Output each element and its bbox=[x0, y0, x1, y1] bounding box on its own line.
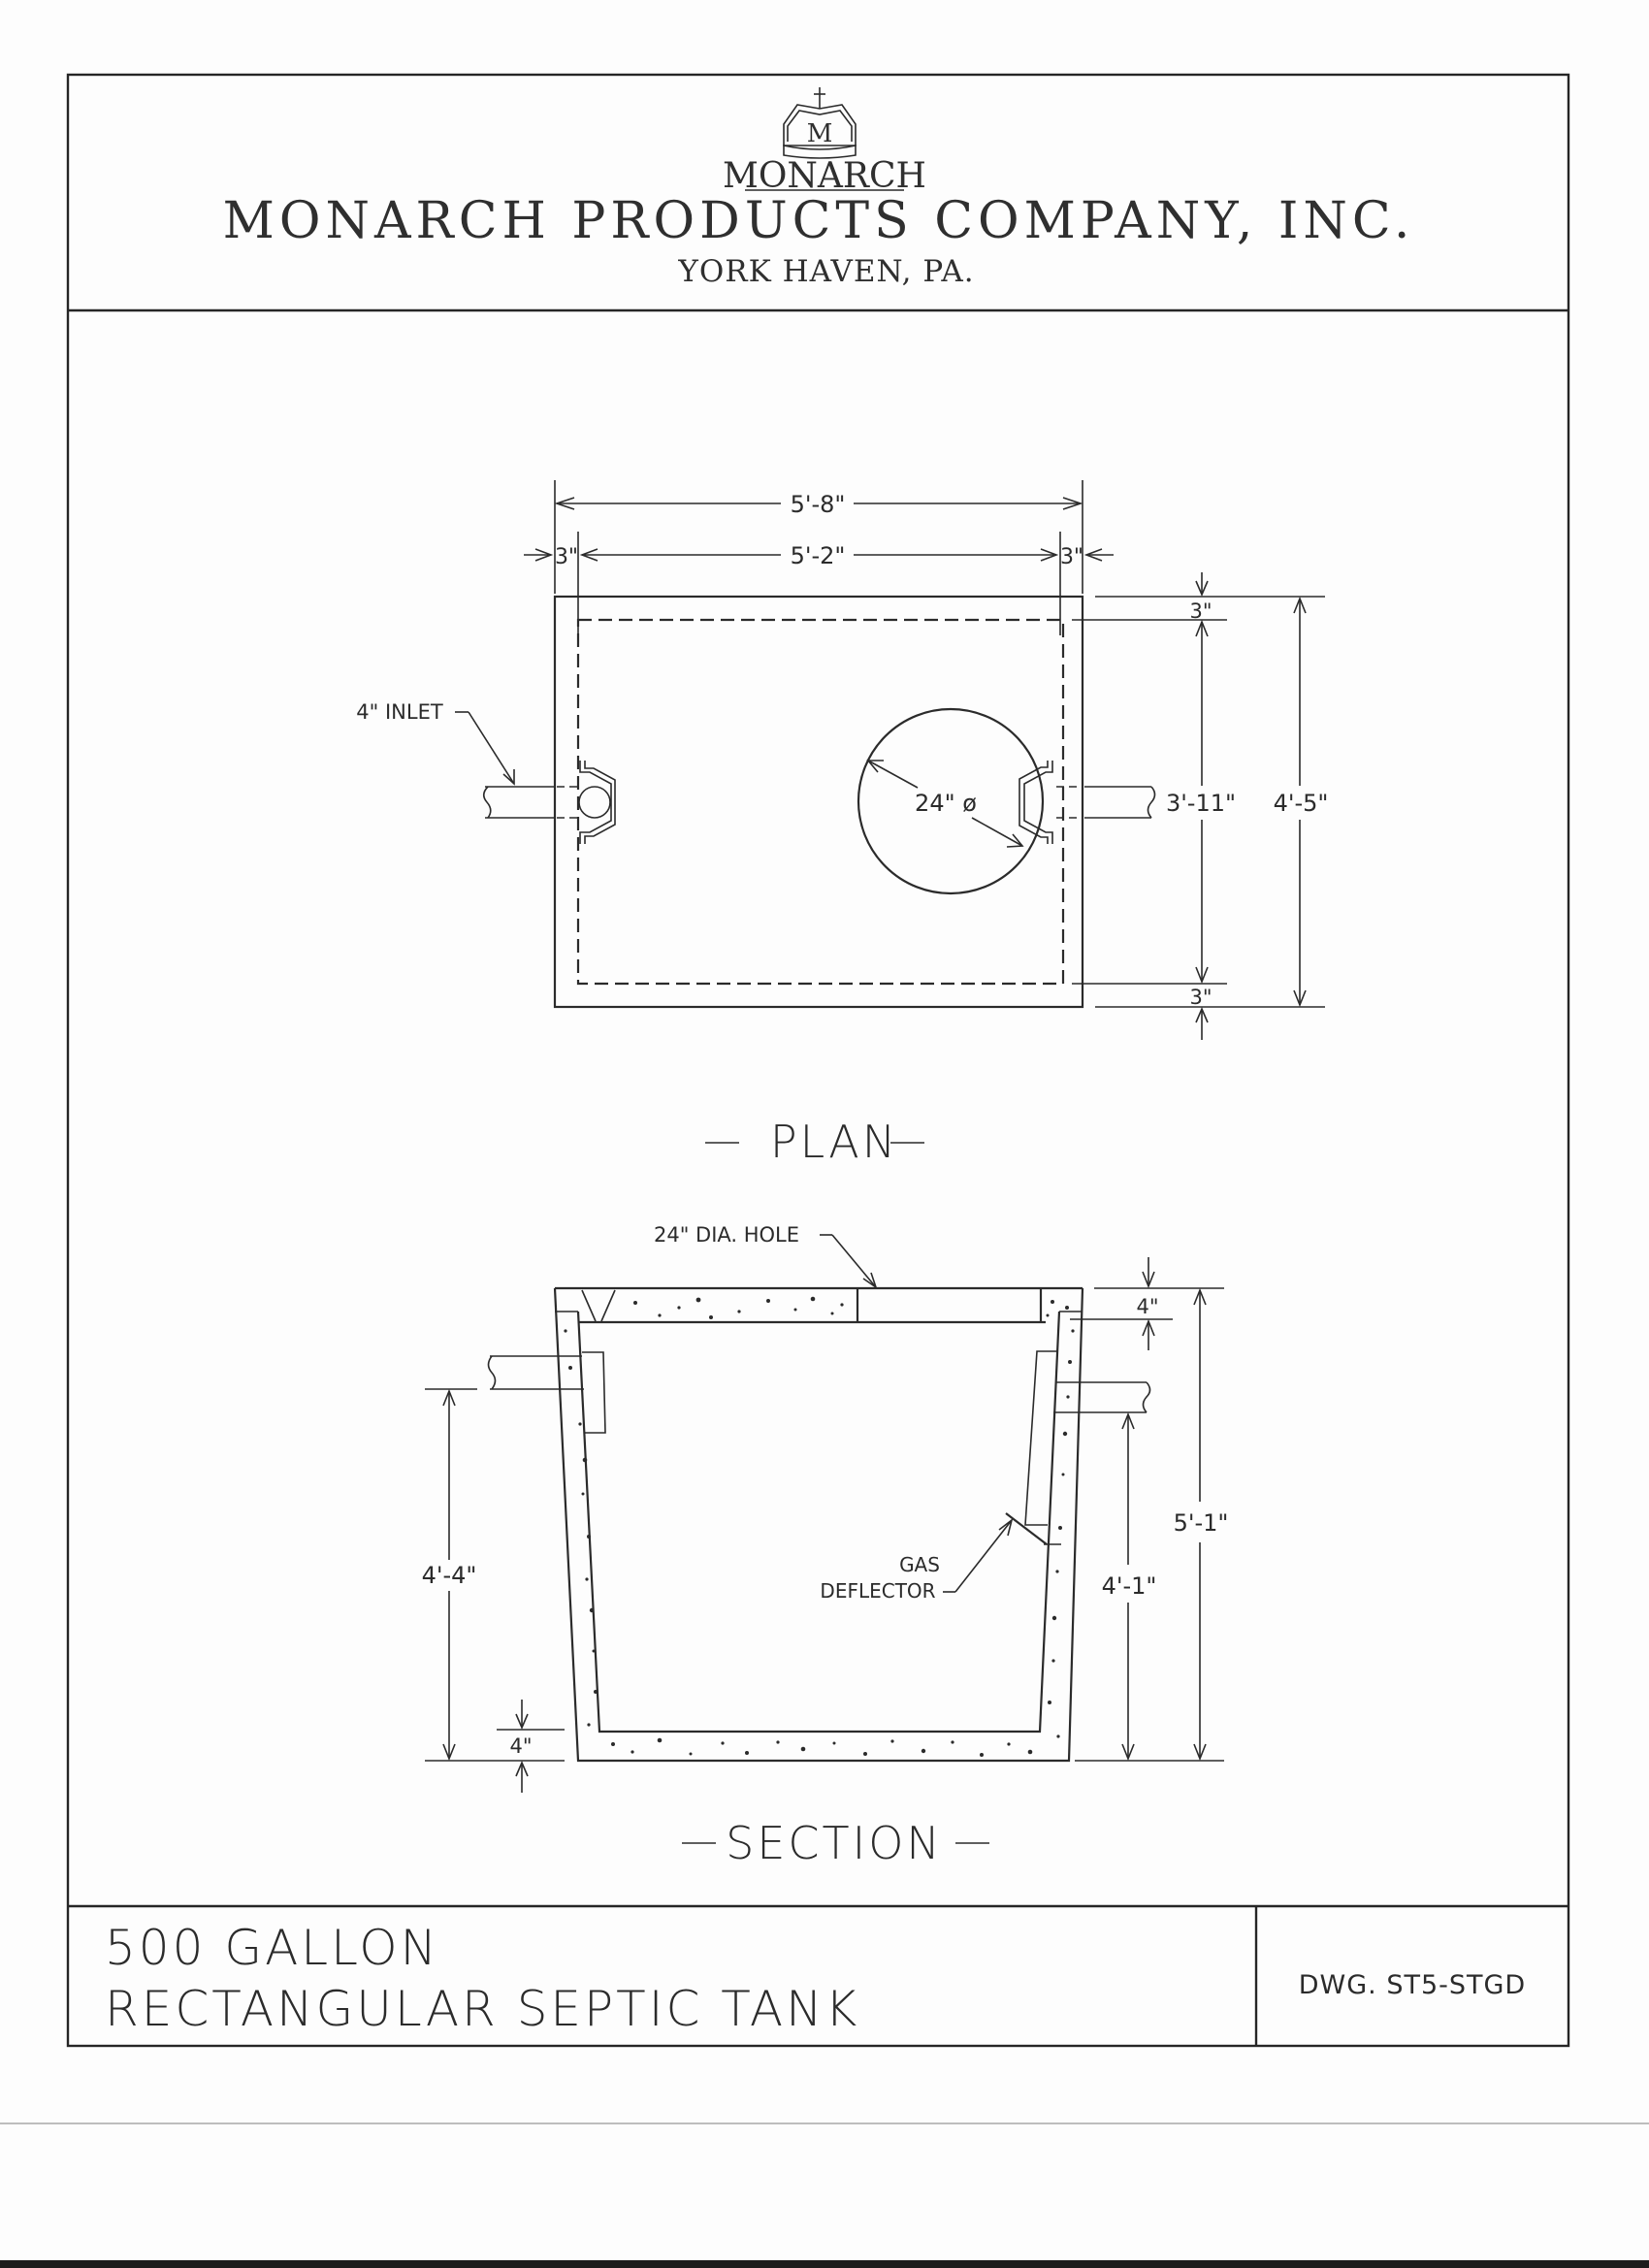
tank-outline-plan bbox=[553, 595, 1084, 1009]
concrete-aggregate-pattern bbox=[564, 1296, 1075, 1757]
hole-label: 24" DIA. HOLE bbox=[654, 1223, 799, 1247]
scan-bottom-edge bbox=[0, 2260, 1649, 2268]
outlet-pipe-plan bbox=[1018, 761, 1156, 844]
inlet-pipe-plan bbox=[482, 761, 616, 844]
drawing-number: DWG. ST5-STGD bbox=[1299, 1970, 1526, 2000]
dim-overall-width: 4'-5" bbox=[1274, 790, 1329, 817]
section-view: 24" DIA. HOLE GAS DEFLECTOR 4" 5'-1" 4'-… bbox=[422, 1223, 1229, 1869]
dim-top-wall: 3" bbox=[1189, 599, 1212, 623]
dim-right-wall: 3" bbox=[1060, 545, 1083, 569]
dim-top-slab: 4" bbox=[1136, 1295, 1158, 1318]
dim-inner-length: 5'-2" bbox=[791, 542, 846, 569]
title-capacity: 500 GALLON bbox=[105, 1920, 439, 1976]
inlet-label: 4" INLET bbox=[356, 700, 443, 724]
logo-wordmark: MONARCH bbox=[723, 156, 926, 196]
gas-deflector-label-2: DEFLECTOR bbox=[820, 1579, 935, 1603]
section-title: SECTION bbox=[726, 1817, 943, 1869]
dim-inner-width: 3'-11" bbox=[1166, 790, 1236, 817]
dim-overall-length: 5'-8" bbox=[791, 491, 846, 518]
plan-view: 5'-8" 5'-2" 3" 3" 3" 3'-11" 3" bbox=[356, 480, 1328, 1168]
drawing-border bbox=[66, 73, 1570, 2048]
title-description: RECTANGULAR SEPTIC TANK bbox=[105, 1981, 859, 2037]
manhole-opening bbox=[857, 707, 1045, 895]
company-location: YORK HAVEN, PA. bbox=[677, 254, 974, 289]
dim-left-wall: 3" bbox=[555, 545, 578, 569]
svg-text:M: M bbox=[807, 119, 833, 148]
title-block: 500 GALLON RECTANGULAR SEPTIC TANK DWG. … bbox=[105, 1920, 1526, 2037]
crown-icon: M bbox=[783, 87, 857, 159]
dim-bottom-wall: 3" bbox=[1189, 986, 1212, 1009]
scan-fold-line bbox=[0, 2122, 1649, 2124]
dim-overall-height: 5'-1" bbox=[1174, 1509, 1229, 1537]
company-logo: M MONARCH bbox=[723, 87, 926, 196]
dim-floor-thickness: 4" bbox=[509, 1734, 532, 1758]
dim-manhole-diameter: 24" ø bbox=[915, 790, 977, 817]
company-name: MONARCH PRODUCTS COMPANY, INC. bbox=[223, 192, 1415, 250]
tank-inner-dashed bbox=[576, 618, 1065, 986]
outlet-pipe-section bbox=[1005, 1350, 1151, 1545]
plan-title: PLAN bbox=[770, 1116, 898, 1168]
dim-outlet-invert: 4'-1" bbox=[1102, 1572, 1157, 1600]
dim-inlet-invert: 4'-4" bbox=[422, 1562, 477, 1589]
gas-deflector-label-1: GAS bbox=[899, 1553, 940, 1576]
inlet-pipe-section bbox=[487, 1351, 606, 1434]
